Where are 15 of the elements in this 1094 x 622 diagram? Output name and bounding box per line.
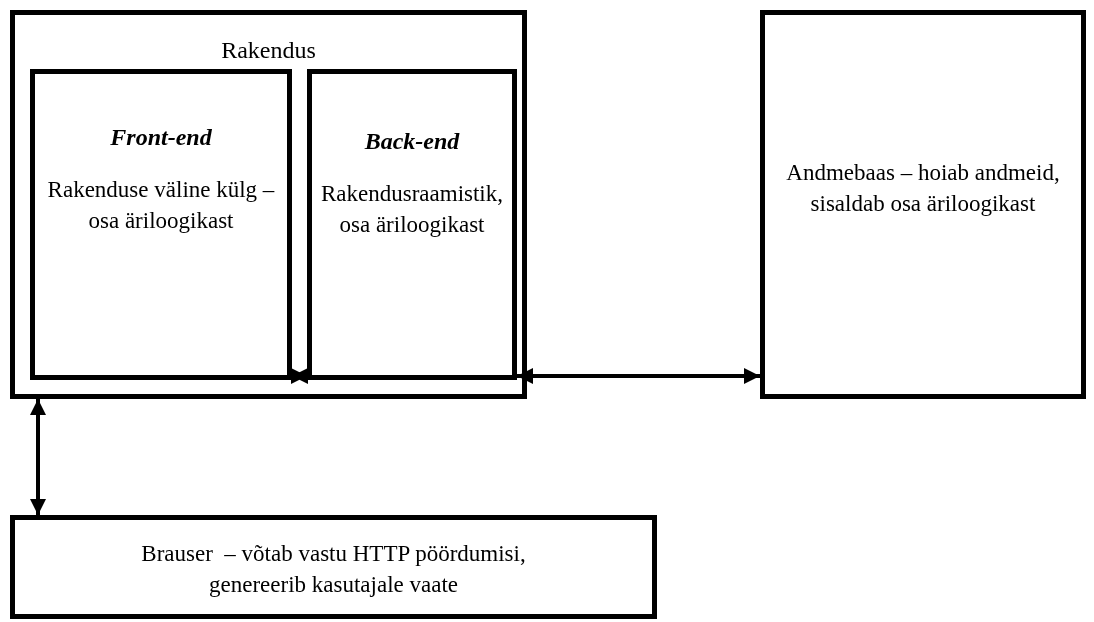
box-description: Rakenduse väline külg – osa äriloogikast xyxy=(46,176,276,235)
component-box xyxy=(30,69,292,380)
double-arrow xyxy=(30,399,46,515)
double-arrow xyxy=(291,368,308,384)
double-arrow xyxy=(517,368,760,384)
box-heading: Rakendus xyxy=(221,36,316,65)
component-box xyxy=(760,10,1086,399)
component-box xyxy=(10,515,657,619)
box-heading: Back-end xyxy=(364,127,460,156)
box-description: Rakendusraamistik, osa äriloogikast xyxy=(319,180,504,239)
box-description: Brauser – võtab vastu HTTP pöördumisi, genereerib kasutajale vaate xyxy=(140,540,527,599)
box-description: Andmebaas – hoiab andmeid, sisaldab osa äriloogikast xyxy=(785,158,1061,218)
component-box xyxy=(307,69,517,380)
box-heading: Front-end xyxy=(110,123,212,152)
container-box xyxy=(10,10,527,399)
